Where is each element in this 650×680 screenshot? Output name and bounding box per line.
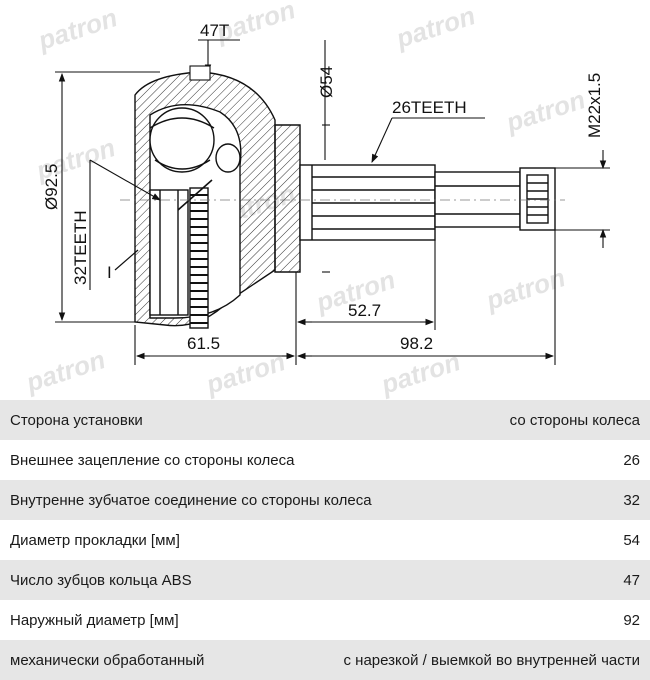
dim-dia-54 bbox=[322, 40, 330, 273]
spec-label: Сторона установки bbox=[10, 411, 143, 429]
spec-table: Сторона установки со стороны колеса Внеш… bbox=[0, 400, 650, 680]
spec-label: Внешнее зацепление со стороны колеса bbox=[10, 451, 295, 469]
label-len-98: 98.2 bbox=[400, 334, 433, 353]
label-len-52: 52.7 bbox=[348, 301, 381, 320]
watermark-1: patron bbox=[34, 2, 121, 56]
watermark-3: patron bbox=[392, 0, 479, 54]
dim-len-61 bbox=[134, 325, 296, 365]
dim-inner-teeth bbox=[89, 159, 161, 290]
spec-row-outer-teeth: Внешнее зацепление со стороны колеса 26 bbox=[0, 440, 650, 480]
spec-row-outer-diameter: Наружный диаметр [мм] 92 bbox=[0, 600, 650, 640]
spec-value: с нарезкой / выемкой во внутренней части bbox=[343, 651, 640, 669]
dim-abs-teeth bbox=[189, 39, 240, 81]
cv-joint-drawing: patron patron patron patron patron patro… bbox=[22, 0, 610, 400]
spec-value: 54 bbox=[623, 531, 640, 549]
label-len-61: 61.5 bbox=[187, 334, 220, 353]
spec-label: механически обработанный bbox=[10, 651, 205, 669]
dim-len-52 bbox=[295, 240, 436, 365]
spec-value: 92 bbox=[623, 611, 640, 629]
stub-shaft bbox=[299, 164, 556, 241]
spec-value: со стороны колеса bbox=[509, 411, 640, 429]
spec-row-machining: механически обработанный с нарезкой / вы… bbox=[0, 640, 650, 680]
label-section: I bbox=[107, 263, 112, 282]
dim-len-98 bbox=[296, 230, 556, 365]
spec-label: Внутренне зубчатое соединение со стороны… bbox=[10, 491, 372, 509]
spec-label: Число зубцов кольца ABS bbox=[10, 571, 192, 589]
dim-outer-teeth bbox=[371, 117, 485, 164]
watermark-11: patron bbox=[202, 346, 289, 400]
spec-value: 26 bbox=[623, 451, 640, 469]
watermark-9: patron bbox=[482, 262, 569, 316]
watermark-4: patron bbox=[502, 84, 589, 138]
label-dia-54: Ø54 bbox=[317, 66, 336, 98]
label-inner-teeth: 32TEETH bbox=[71, 210, 90, 285]
watermark-10: patron bbox=[22, 344, 109, 398]
spec-row-seal-diameter: Диаметр прокладки [мм] 54 bbox=[0, 520, 650, 560]
label-abs-teeth: 47T bbox=[200, 21, 229, 40]
spec-value: 32 bbox=[623, 491, 640, 509]
spec-row-abs-teeth: Число зубцов кольца ABS 47 bbox=[0, 560, 650, 600]
spec-row-install-side: Сторона установки со стороны колеса bbox=[0, 400, 650, 440]
label-outer-teeth: 26TEETH bbox=[392, 98, 467, 117]
label-dia-92: Ø92.5 bbox=[42, 164, 61, 210]
watermark-12: patron bbox=[377, 346, 464, 400]
technical-drawing: patron patron patron patron patron patro… bbox=[22, 0, 610, 400]
spec-label: Наружный диаметр [мм] bbox=[10, 611, 179, 629]
spec-row-inner-teeth: Внутренне зубчатое соединение со стороны… bbox=[0, 480, 650, 520]
section-mark-line bbox=[114, 249, 139, 271]
label-thread: M22x1.5 bbox=[585, 73, 604, 138]
joint-housing bbox=[134, 71, 301, 329]
spec-value: 47 bbox=[623, 571, 640, 589]
spec-label: Диаметр прокладки [мм] bbox=[10, 531, 180, 549]
dim-dia-92 bbox=[55, 71, 160, 323]
dim-thread bbox=[555, 150, 610, 248]
